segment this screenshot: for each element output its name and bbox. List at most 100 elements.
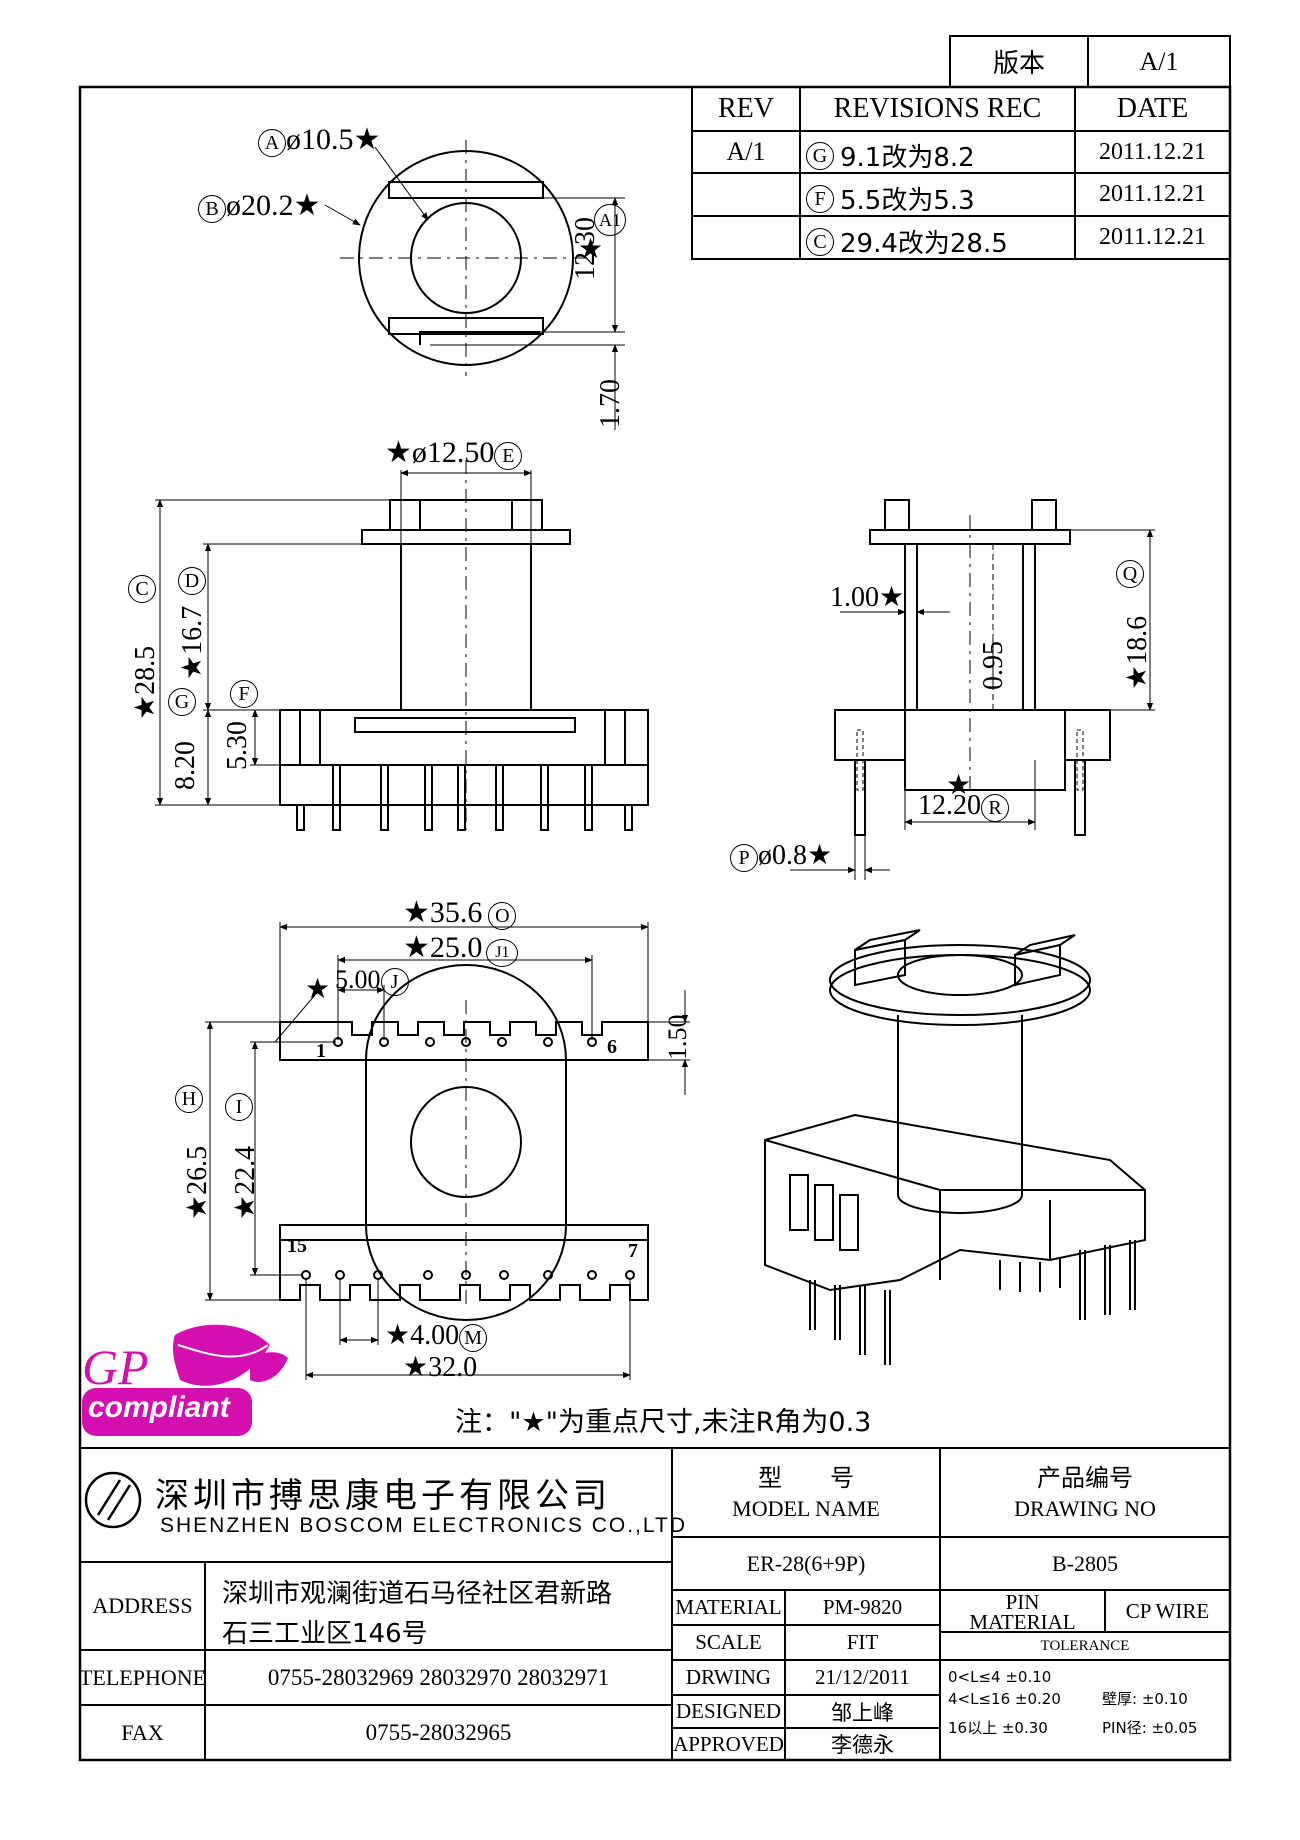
note-text: 注："★"为重点尺寸,未注R角为0.3 (455, 1407, 872, 1438)
revision-table-grid (691, 35, 1231, 260)
mark-h: H (175, 1085, 203, 1113)
title-block-grid (80, 1447, 1230, 1760)
revision-date-3: 2011.12.21 (1098, 224, 1207, 250)
designed-value: 邹上峰 (831, 1700, 894, 1725)
telephone-label: TELEPHONE (78, 1664, 207, 1690)
mark-g-rev: G (806, 141, 834, 170)
tolerance-3: 16以上 ±0.30 (948, 1719, 1048, 1737)
compliant-logo-text: compliant (88, 1391, 230, 1424)
pin-label-1: 1 (316, 1040, 326, 1062)
drwing-value: 21/12/2011 (815, 1665, 910, 1689)
mark-o: O (488, 902, 517, 930)
version-value: A/1 (1139, 46, 1179, 76)
mark-j: J (380, 968, 409, 996)
model-name-value: ER-28(6+9P) (746, 1550, 866, 1576)
company-logo (84, 1471, 142, 1529)
company-name-en: SHENZHEN BOSCOM ELECTRONICS CO.,LTD (160, 1514, 687, 1537)
model-name-en: MODEL NAME (732, 1496, 880, 1521)
dim-i: ★22.4 (230, 1145, 261, 1220)
designed-label: DESIGNED (676, 1699, 781, 1723)
dim-100: 1.00★ (830, 582, 905, 613)
mark-i: I (225, 1093, 253, 1121)
pin-label-7: 7 (628, 1240, 638, 1262)
gp-compliant-logo (82, 1324, 288, 1436)
drawing-no-value: B-2805 (1052, 1550, 1118, 1576)
mark-r: R (981, 794, 1009, 822)
bottom-view-dims (205, 922, 690, 1380)
dim-d: ★16.7 (177, 605, 208, 680)
address-line-2: 石三工业区146号 (222, 1619, 428, 1649)
star-r: ★ (946, 770, 972, 801)
mark-b: B (198, 195, 226, 223)
telephone-value: 0755-28032969 28032970 28032971 (267, 1664, 610, 1690)
date-header: DATE (1116, 93, 1189, 124)
revision-date-1: 2011.12.21 (1098, 138, 1207, 165)
model-name-cn: 型 号 (758, 1463, 854, 1492)
address-label: ADDRESS (92, 1593, 193, 1618)
rev-header: REV (718, 93, 774, 124)
side-view (834, 499, 1111, 836)
company-name-cn: 深圳市搏思康电子有限公司 (155, 1476, 611, 1516)
mark-j1: J1 (486, 939, 519, 967)
drawing-no-en: DRAWING NO (1014, 1496, 1156, 1521)
dim-f: 5.30 (222, 721, 253, 770)
mark-a1: A1 (594, 204, 626, 236)
mark-a: A (258, 129, 286, 157)
wall-thickness-tolerance: 壁厚: ±0.10 (1102, 1690, 1188, 1708)
scale-value: FIT (846, 1630, 879, 1654)
bottom-view (279, 964, 649, 1321)
rev-value: A/1 (726, 137, 766, 166)
dim-150: 1.50 (663, 1014, 692, 1061)
pin-material-value: CP WIRE (1125, 1598, 1210, 1623)
dim-h: ★26.5 (182, 1145, 213, 1220)
address-line-1: 深圳市观澜街道石马径社区君新路 (222, 1579, 613, 1609)
version-label: 版本 (992, 49, 1045, 79)
tolerance-1: 0<L≤4 ±0.10 (948, 1668, 1052, 1686)
dim-095: 0.95 (978, 641, 1009, 690)
isometric-view (764, 929, 1146, 1365)
mark-c-rev: C (806, 227, 834, 256)
mark-e: E (494, 442, 523, 470)
gp-logo-text: GP (82, 1339, 149, 1395)
side-view-dims (790, 529, 1155, 880)
mark-m: M (459, 1324, 488, 1352)
mark-g: G (168, 688, 196, 716)
mark-c: C (128, 575, 156, 603)
dim-c: ★28.5 (130, 645, 161, 720)
pin-label-6: 6 (607, 1036, 617, 1058)
mark-p: P (730, 844, 758, 872)
fax-value: 0755-28032965 (365, 1719, 512, 1745)
dim-g: 8.20 (170, 741, 201, 790)
star-j: ★ (305, 974, 331, 1005)
front-view-dims (155, 469, 532, 806)
dim-w: ★32.0 (403, 1352, 478, 1383)
dim-q: ★18.6 (1122, 615, 1153, 690)
front-view-pins (296, 764, 633, 831)
tolerance-2: 4<L≤16 ±0.20 (948, 1690, 1061, 1708)
material-value: PM-9820 (822, 1595, 903, 1619)
pin-material-label-1: PIN (1005, 1589, 1040, 1614)
drwing-label: DRWING (685, 1665, 772, 1689)
revision-date-2: 2011.12.21 (1098, 181, 1207, 207)
approved-label: APPROVED (673, 1731, 784, 1756)
dim-a1: 12.30 (570, 217, 601, 280)
top-view (324, 140, 625, 430)
tolerance-label: TOLERANCE (1040, 1637, 1130, 1654)
dim-170: 1.70 (595, 379, 626, 428)
mark-f: F (230, 680, 258, 708)
pin-label-15: 15 (287, 1235, 307, 1257)
drawing-frame (78, 85, 1232, 1762)
star-a1: ★ (578, 234, 604, 265)
